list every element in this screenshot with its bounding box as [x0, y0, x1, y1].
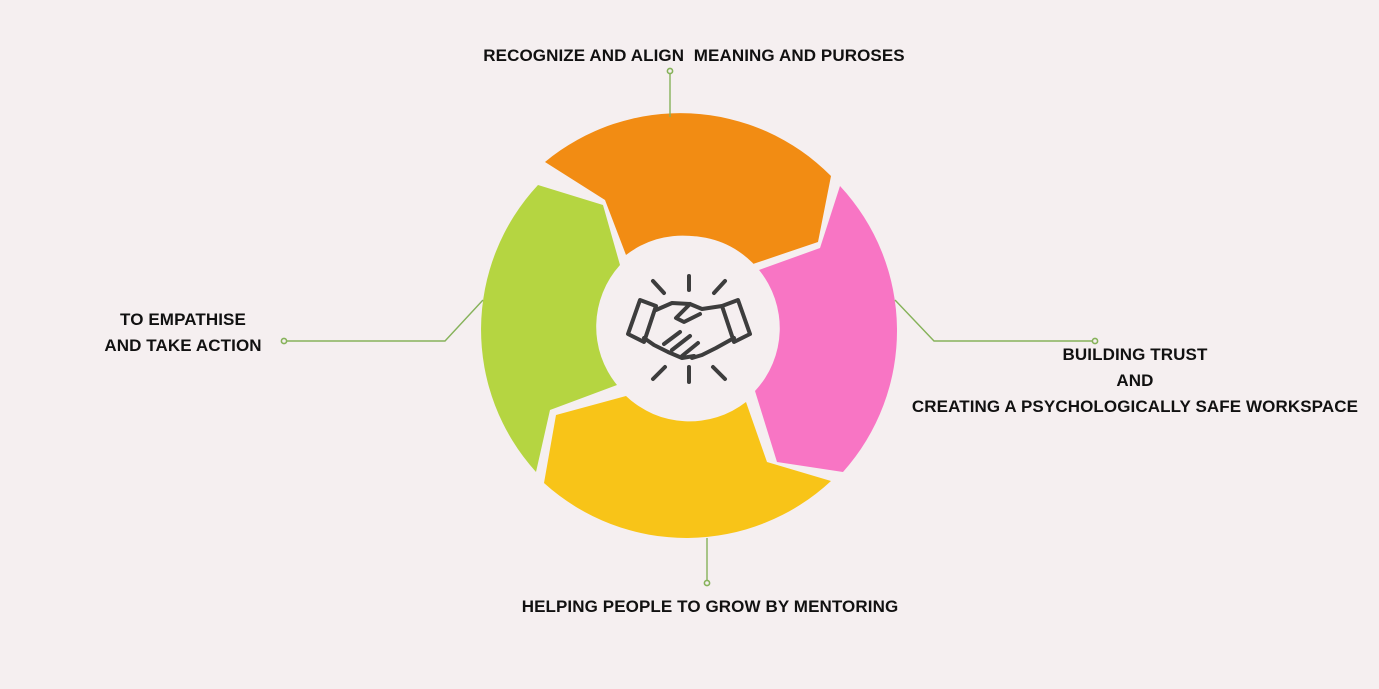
connector-dot-top — [666, 67, 674, 75]
connector-dot-bottom — [703, 579, 711, 587]
handshake-icon — [626, 274, 752, 384]
segment-right — [755, 186, 898, 472]
segment-left — [481, 185, 620, 472]
connector-dot-left — [280, 337, 288, 345]
connector-dots — [280, 67, 1099, 587]
label-mentoring: HELPING PEOPLE TO GROW BY MENTORING — [521, 597, 899, 616]
label-empathise: TO EMPATHISE AND TAKE ACTION — [104, 310, 262, 355]
segment-bottom — [544, 396, 831, 538]
connector-right — [894, 299, 1093, 342]
label-building-trust: BUILDING TRUST AND CREATING A PSYCHOLOGI… — [911, 345, 1359, 416]
connector-left — [287, 299, 484, 342]
center-circle — [597, 236, 779, 418]
segment-top — [545, 113, 831, 265]
connector-dot-right — [1091, 337, 1099, 345]
connectors — [287, 73, 1093, 581]
label-recognize-align: RECOGNIZE AND ALIGN MEANING AND PUROSES — [483, 46, 905, 65]
